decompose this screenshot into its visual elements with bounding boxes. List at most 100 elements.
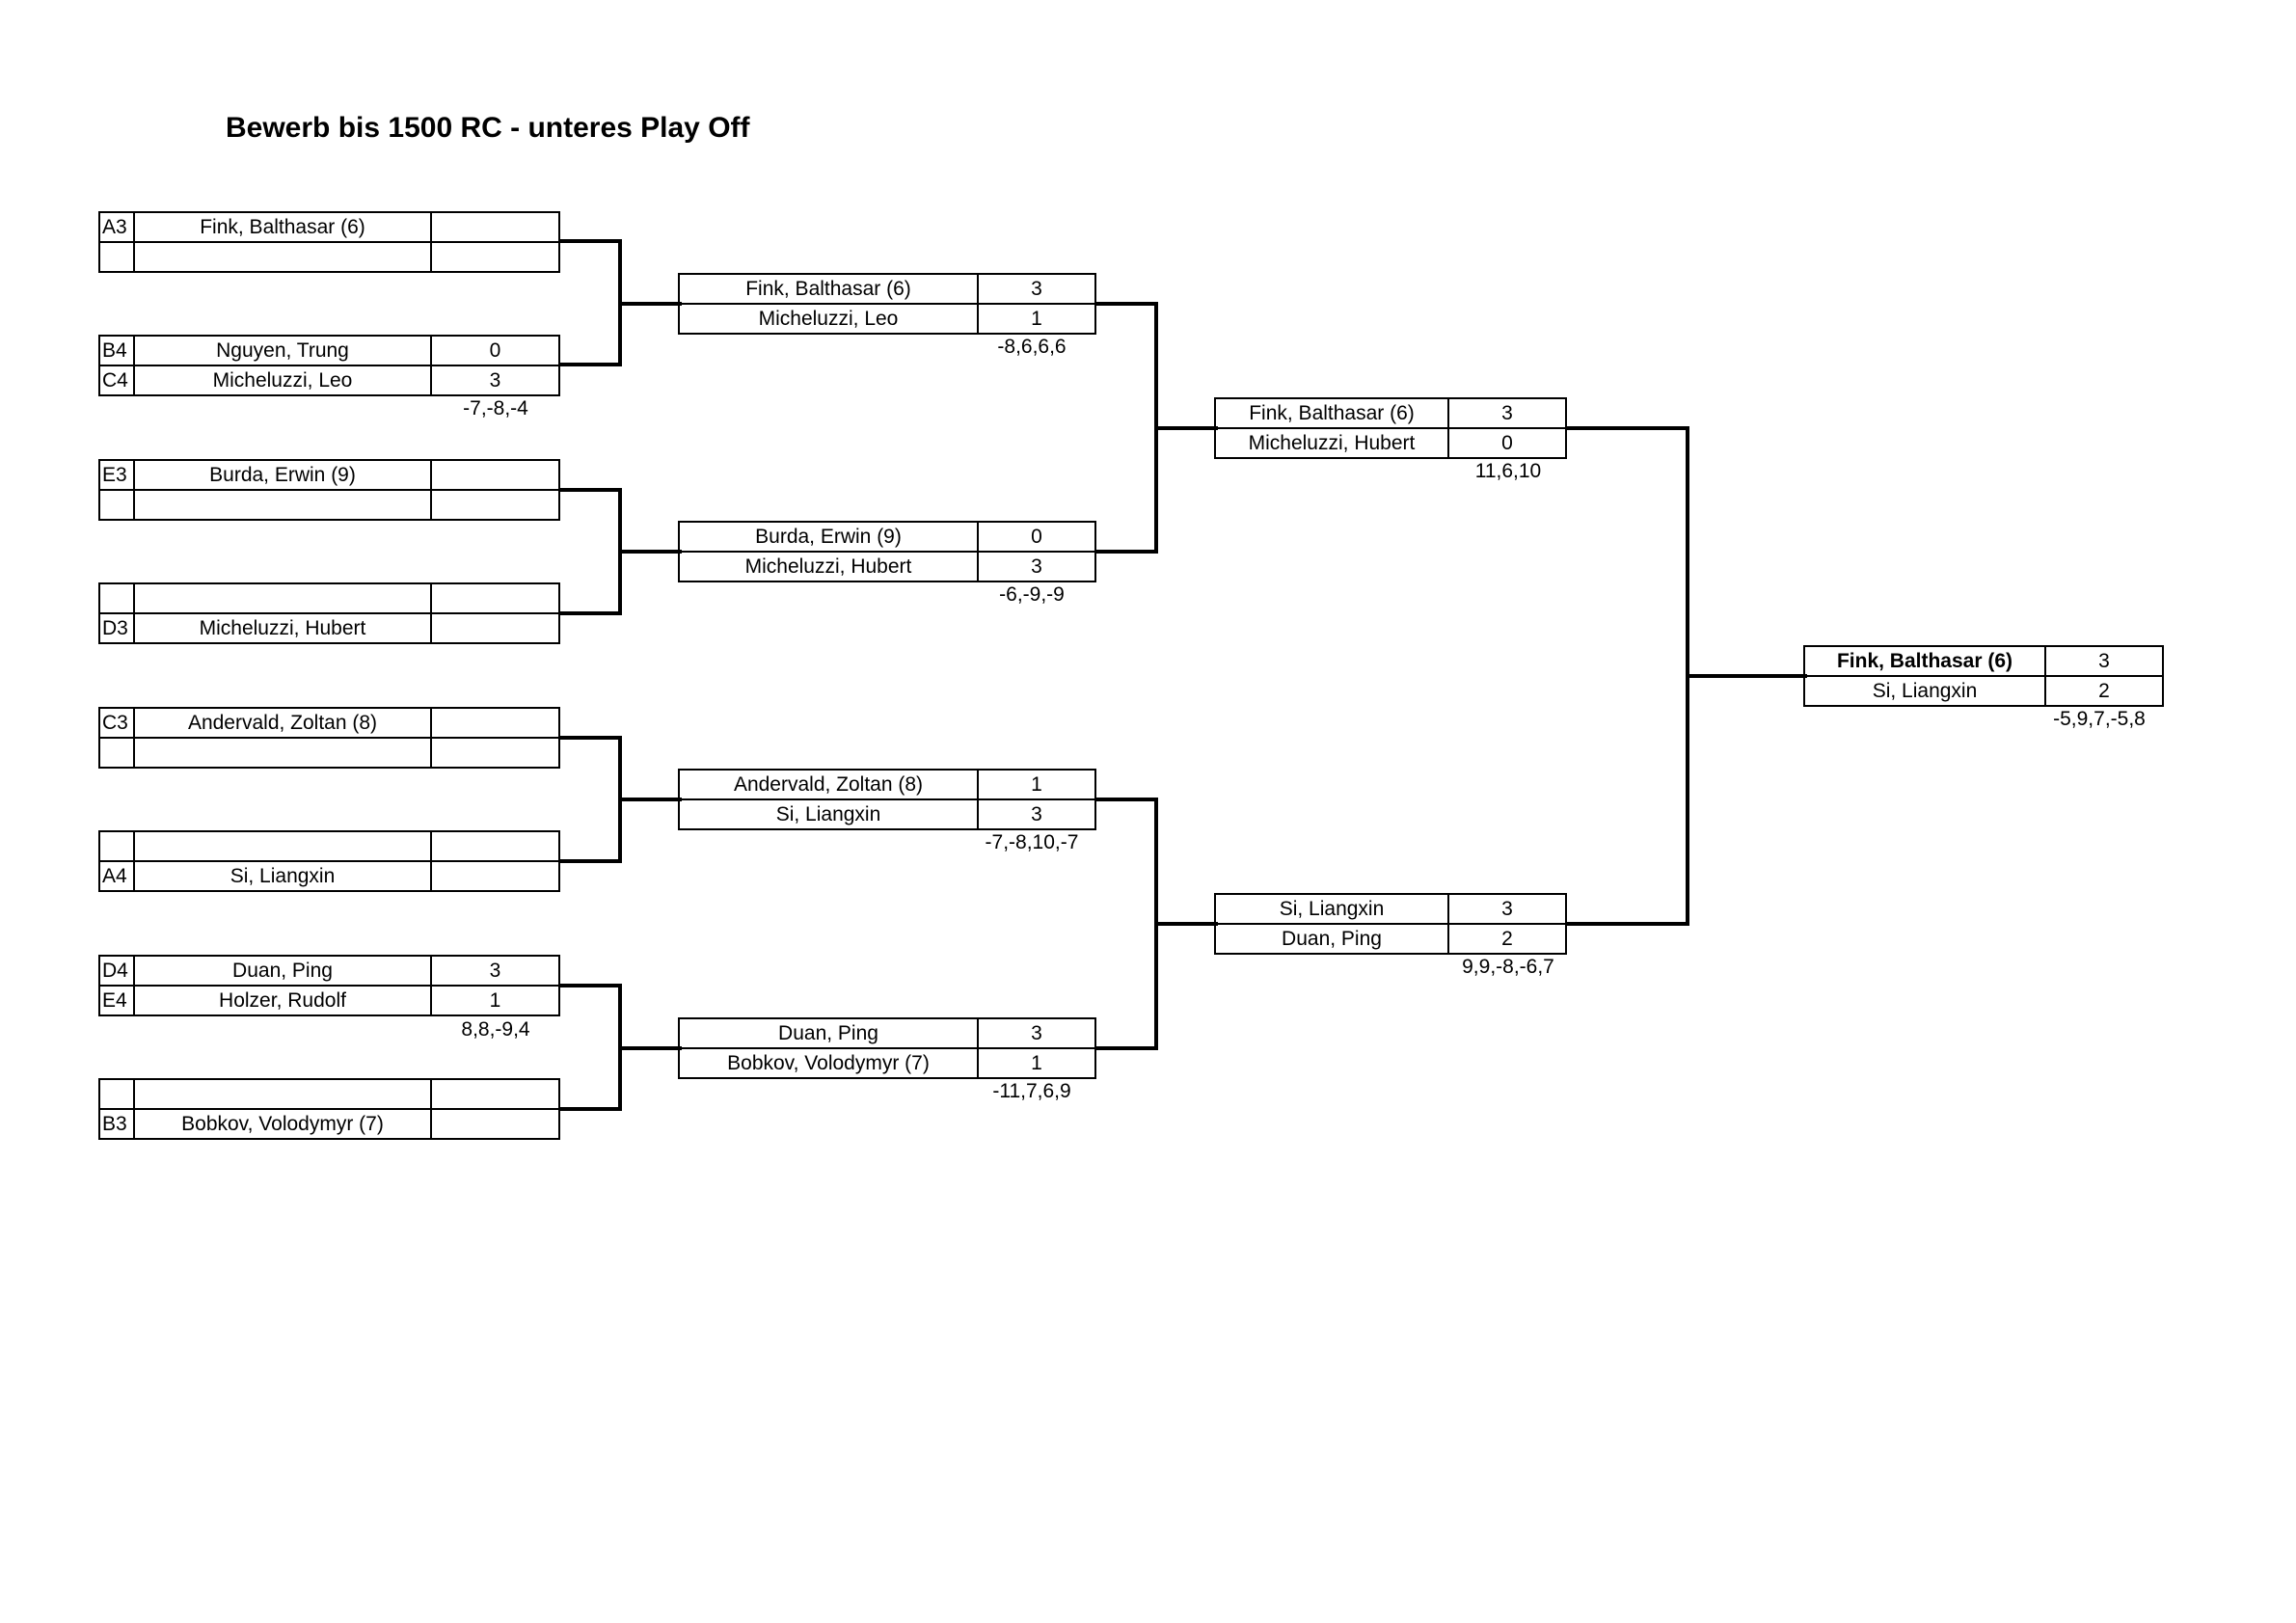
player-score (430, 489, 560, 521)
player-name (133, 241, 432, 273)
set-scores: -11,7,6,9 (992, 1080, 1071, 1102)
player-score: 0 (430, 335, 560, 366)
player-score (430, 1108, 560, 1140)
seed-label: A4 (98, 860, 135, 892)
player-name: Burda, Erwin (9) (678, 521, 979, 553)
seed-label: D3 (98, 612, 135, 644)
set-scores: -6,-9,-9 (999, 583, 1065, 606)
player-score: 3 (1447, 397, 1567, 429)
match-r1-4: D3 Micheluzzi, Hubert (98, 582, 560, 644)
player-name: Fink, Balthasar (6) (1214, 397, 1449, 429)
player-row: E3 Burda, Erwin (9) (98, 459, 560, 491)
player-name: Micheluzzi, Hubert (1214, 427, 1449, 459)
seed-label: C4 (98, 365, 135, 396)
set-scores: 8,8,-9,4 (461, 1018, 530, 1041)
player-score: 2 (1447, 923, 1567, 955)
player-score: 3 (430, 955, 560, 987)
set-scores: -7,-8,-4 (463, 397, 528, 419)
player-row: D3 Micheluzzi, Hubert (98, 612, 560, 644)
player-name: Micheluzzi, Leo (678, 303, 979, 335)
player-row: Si, Liangxin 3 (678, 798, 1096, 830)
seed-label (98, 241, 135, 273)
connector-r2-2 (1096, 798, 1218, 1050)
player-score (430, 737, 560, 769)
player-row (98, 830, 560, 862)
match-r1-7: D4 Duan, Ping 3 E4 Holzer, Rudolf 1 (98, 955, 560, 1016)
player-row: Si, Liangxin 2 (1803, 675, 2164, 707)
player-row: Micheluzzi, Hubert 0 (1214, 427, 1567, 459)
set-scores: -5,9,7,-5,8 (2053, 708, 2146, 730)
match-r2-1: Fink, Balthasar (6) 3 Micheluzzi, Leo 1 (678, 273, 1096, 335)
player-score (430, 707, 560, 739)
player-score: 1 (977, 1047, 1096, 1079)
set-scores: -7,-8,10,-7 (985, 831, 1079, 853)
match-r3-2: Si, Liangxin 3 Duan, Ping 2 (1214, 893, 1567, 955)
seed-label: E4 (98, 985, 135, 1016)
page-title: Bewerb bis 1500 RC - unteres Play Off (226, 112, 750, 144)
player-row: B3 Bobkov, Volodymyr (7) (98, 1108, 560, 1140)
player-name (133, 737, 432, 769)
player-score (430, 860, 560, 892)
player-name: Si, Liangxin (678, 798, 979, 830)
seed-label (98, 830, 135, 862)
player-row (98, 582, 560, 614)
player-score: 3 (977, 1017, 1096, 1049)
player-row (98, 241, 560, 273)
player-row: Si, Liangxin 3 (1214, 893, 1567, 925)
player-name (133, 582, 432, 614)
match-r1-5: C3 Andervald, Zoltan (8) (98, 707, 560, 769)
seed-label: A3 (98, 211, 135, 243)
player-name: Holzer, Rudolf (133, 985, 432, 1016)
player-row: Duan, Ping 2 (1214, 923, 1567, 955)
player-score: 1 (977, 303, 1096, 335)
player-row: Fink, Balthasar (6) 3 (1214, 397, 1567, 429)
player-row (98, 737, 560, 769)
player-name: Andervald, Zoltan (8) (133, 707, 432, 739)
player-name: Micheluzzi, Leo (133, 365, 432, 396)
player-row: A3 Fink, Balthasar (6) (98, 211, 560, 243)
seed-label (98, 489, 135, 521)
player-row: D4 Duan, Ping 3 (98, 955, 560, 987)
player-row: Andervald, Zoltan (8) 1 (678, 769, 1096, 800)
seed-label (98, 1078, 135, 1110)
match-final: Fink, Balthasar (6) 3 Si, Liangxin 2 (1803, 645, 2164, 707)
player-score: 2 (2044, 675, 2164, 707)
player-row: Micheluzzi, Hubert 3 (678, 551, 1096, 582)
player-score (430, 459, 560, 491)
player-row: B4 Nguyen, Trung 0 (98, 335, 560, 366)
player-name: Si, Liangxin (1803, 675, 2046, 707)
player-score (430, 582, 560, 614)
seed-label: E3 (98, 459, 135, 491)
set-scores: -8,6,6,6 (997, 336, 1067, 358)
player-name (133, 1078, 432, 1110)
set-scores: 11,6,10 (1474, 460, 1542, 482)
player-score (430, 830, 560, 862)
player-score: 3 (977, 798, 1096, 830)
match-r2-2: Burda, Erwin (9) 0 Micheluzzi, Hubert 3 (678, 521, 1096, 582)
player-name: Andervald, Zoltan (8) (678, 769, 979, 800)
player-score (430, 612, 560, 644)
player-row: C3 Andervald, Zoltan (8) (98, 707, 560, 739)
player-name: Micheluzzi, Hubert (678, 551, 979, 582)
seed-label: B4 (98, 335, 135, 366)
player-score (430, 241, 560, 273)
connector-r1-3 (560, 736, 682, 863)
player-name: Si, Liangxin (1214, 893, 1449, 925)
player-score (430, 1078, 560, 1110)
match-r2-3: Andervald, Zoltan (8) 1 Si, Liangxin 3 (678, 769, 1096, 830)
player-name: Fink, Balthasar (6) (678, 273, 979, 305)
match-r1-2: B4 Nguyen, Trung 0 C4 Micheluzzi, Leo 3 (98, 335, 560, 396)
player-name: Bobkov, Volodymyr (7) (133, 1108, 432, 1140)
player-score: 3 (1447, 893, 1567, 925)
player-row: E4 Holzer, Rudolf 1 (98, 985, 560, 1016)
player-name: Burda, Erwin (9) (133, 459, 432, 491)
player-row: Micheluzzi, Leo 1 (678, 303, 1096, 335)
player-name: Duan, Ping (1214, 923, 1449, 955)
match-r1-3: E3 Burda, Erwin (9) (98, 459, 560, 521)
player-row: Fink, Balthasar (6) 3 (1803, 645, 2164, 677)
set-scores: 9,9,-8,-6,7 (1462, 956, 1554, 978)
seed-label (98, 737, 135, 769)
connector-r1-4 (560, 984, 682, 1111)
player-name (133, 489, 432, 521)
player-score: 0 (977, 521, 1096, 553)
